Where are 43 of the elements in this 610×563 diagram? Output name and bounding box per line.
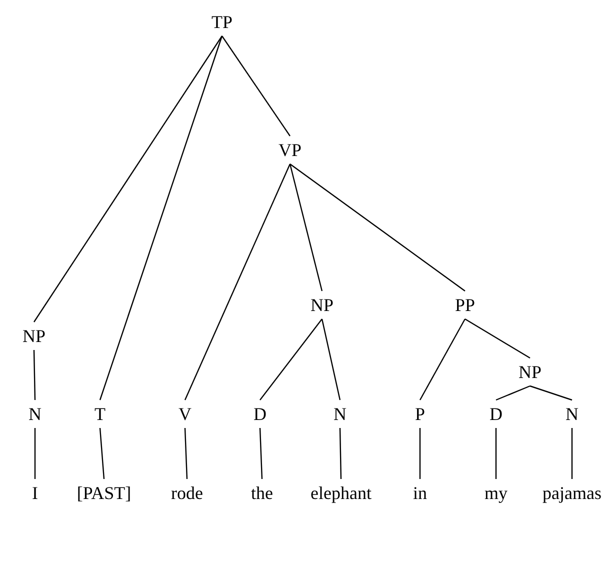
tree-label: NP bbox=[310, 296, 334, 314]
tree-branch bbox=[34, 36, 222, 322]
tree-branch bbox=[259, 428, 263, 480]
tree-label: in bbox=[413, 484, 427, 502]
tree-label: N bbox=[566, 405, 578, 423]
tree-label: my bbox=[484, 484, 508, 502]
tree-branch bbox=[33, 350, 36, 400]
tree-label: the bbox=[251, 484, 273, 502]
tree-branch bbox=[464, 318, 530, 359]
tree-branch bbox=[222, 36, 290, 136]
tree-label: [PAST] bbox=[76, 484, 132, 502]
tree-label: NP bbox=[22, 327, 46, 345]
tree-branch bbox=[99, 36, 223, 400]
tree-label: N bbox=[28, 405, 42, 423]
tree-label: T bbox=[94, 405, 106, 423]
tree-label: VP bbox=[278, 141, 302, 159]
tree-branch bbox=[184, 164, 291, 400]
tree-label: NP bbox=[518, 363, 542, 381]
tree-label: V bbox=[178, 405, 192, 423]
tree-branch bbox=[571, 428, 573, 479]
tree-branch bbox=[290, 164, 466, 292]
tree-label: pajamas bbox=[542, 484, 602, 502]
tree-branch bbox=[184, 428, 188, 480]
tree-label: PP bbox=[454, 296, 476, 314]
tree-label: D bbox=[490, 405, 502, 423]
tree-label: I bbox=[32, 484, 38, 502]
tree-branch bbox=[99, 428, 105, 480]
tree-branch bbox=[419, 428, 421, 479]
tree-label: P bbox=[415, 405, 425, 423]
tree-branch bbox=[34, 428, 36, 479]
tree-branch bbox=[321, 318, 341, 400]
tree-label: rode bbox=[171, 484, 203, 502]
tree-branch bbox=[495, 428, 497, 479]
tree-branch bbox=[339, 428, 342, 480]
tree-branch bbox=[419, 318, 466, 400]
tree-label: N bbox=[334, 405, 346, 423]
tree-label: D bbox=[254, 405, 266, 423]
tree-branch bbox=[289, 164, 323, 292]
tree-label: elephant bbox=[310, 484, 372, 502]
tree-branch bbox=[260, 318, 322, 400]
tree-label: TP bbox=[212, 13, 232, 31]
tree-branch bbox=[496, 385, 530, 401]
tree-branch bbox=[530, 385, 572, 401]
